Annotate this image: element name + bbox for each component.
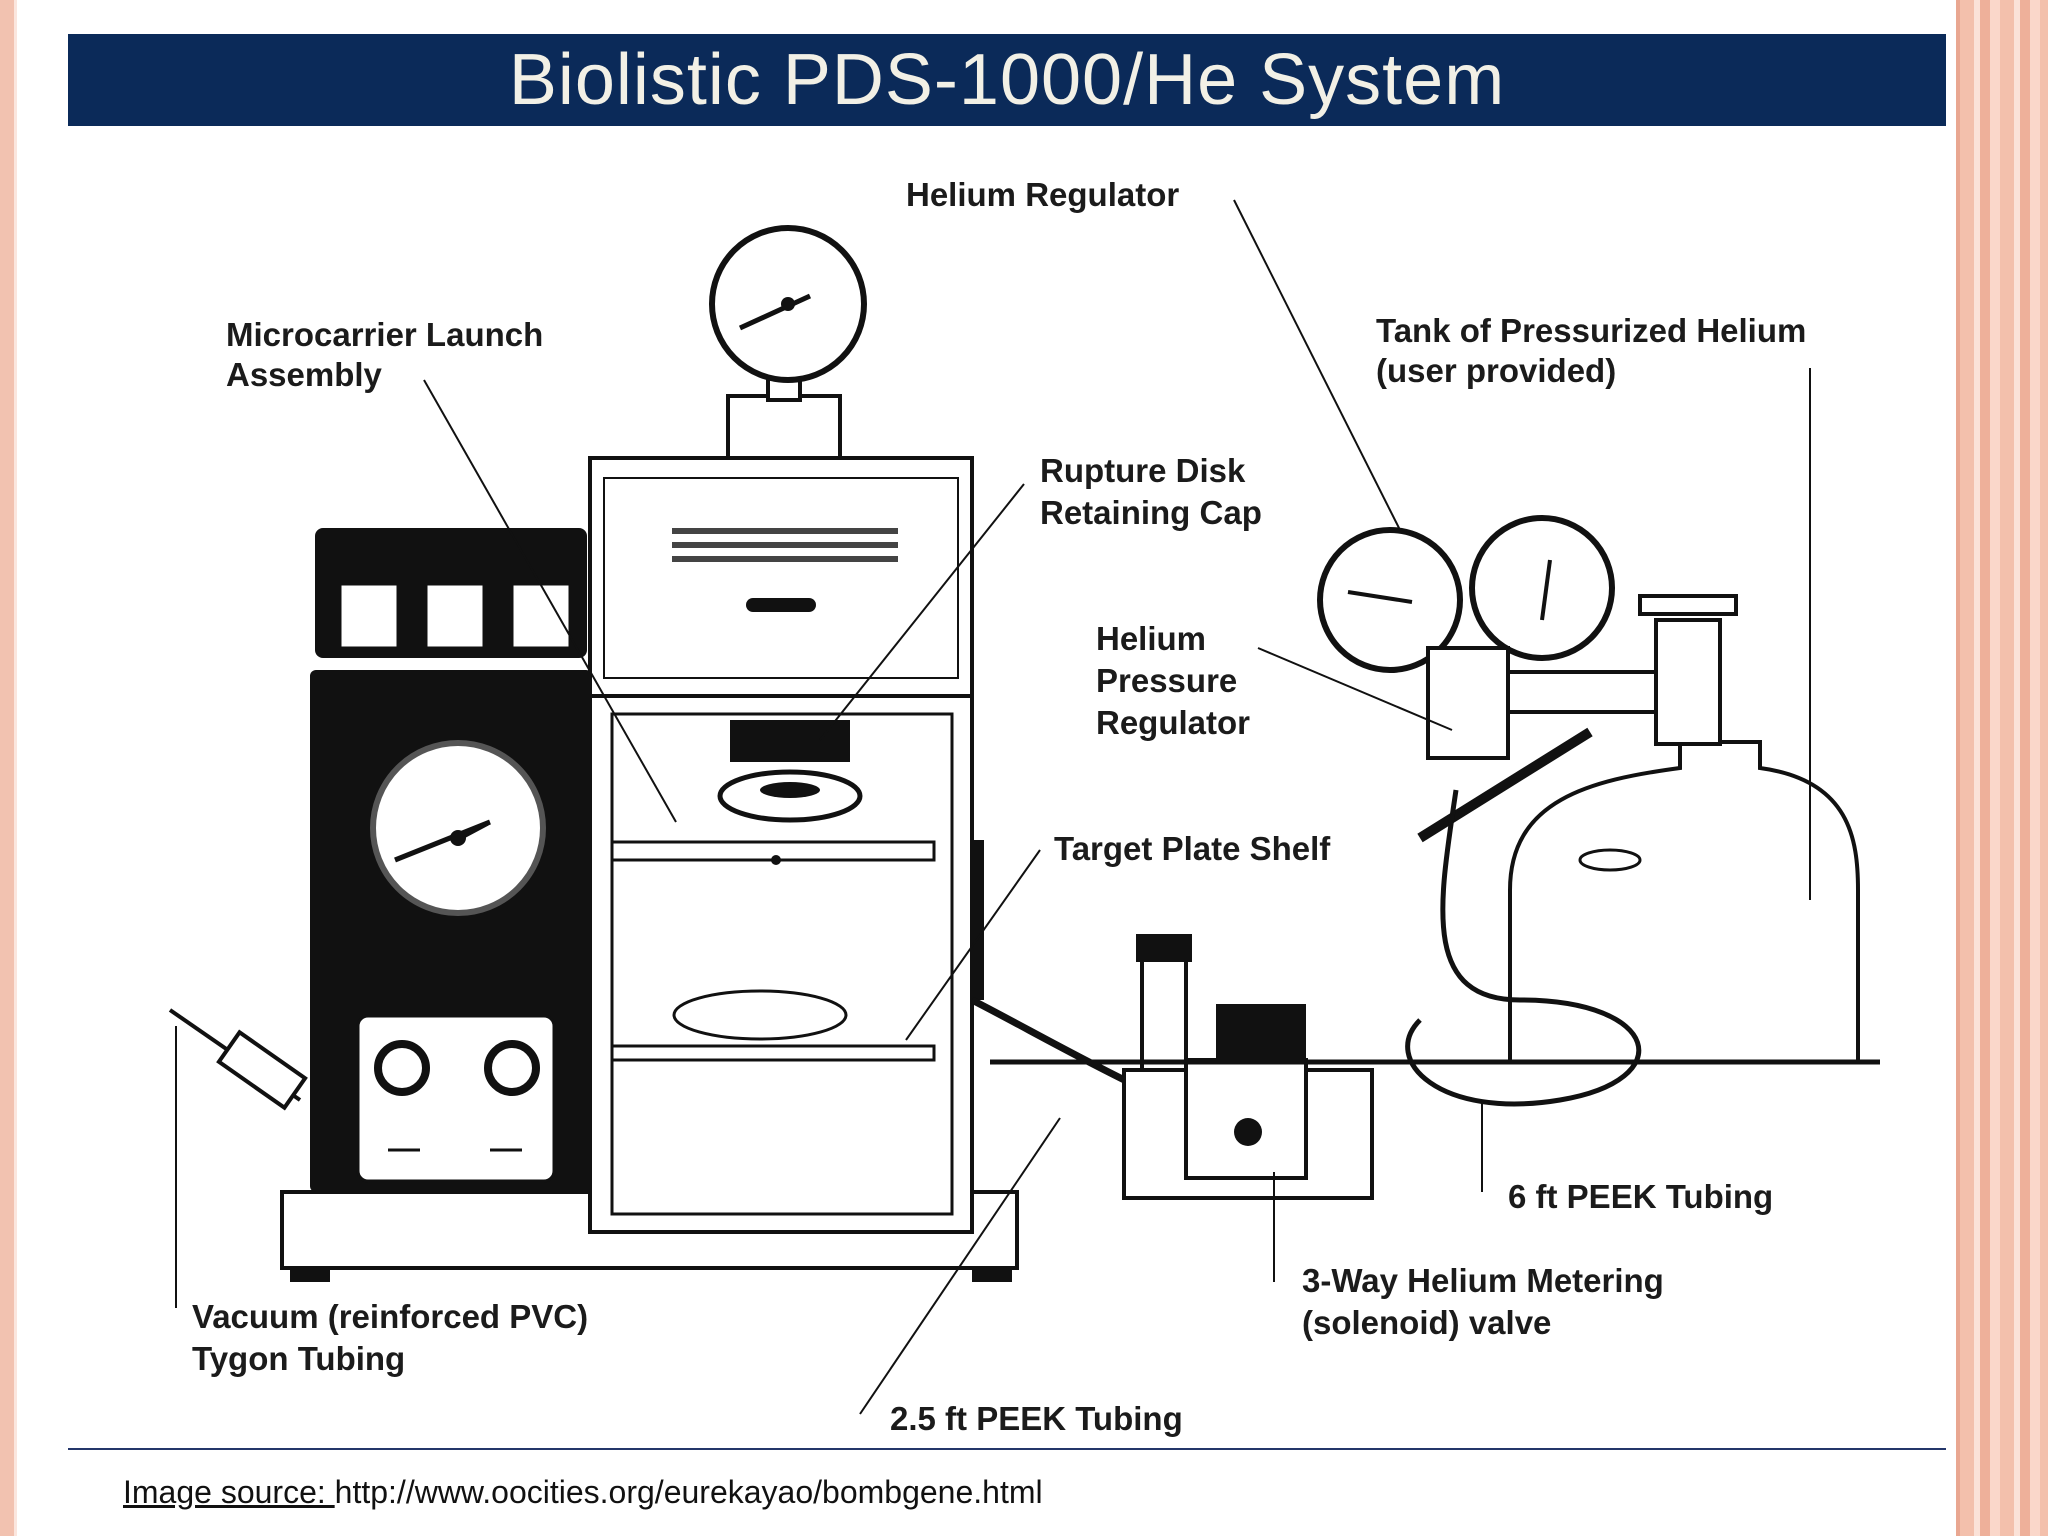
- label-rupture-line1: Rupture Disk: [1040, 452, 1246, 489]
- label-tank-line1: Tank of Pressurized Helium: [1376, 312, 1806, 349]
- target-plate-shelf: [610, 1044, 936, 1062]
- valve-knob-left: [374, 1040, 430, 1096]
- footer-rule: [68, 1448, 1946, 1450]
- label-valve-line1: 3-Way Helium Metering: [1302, 1262, 1664, 1299]
- valve-knob-right: [484, 1040, 540, 1096]
- slide-border-left: [0, 0, 14, 1536]
- regulator-body: [1426, 646, 1510, 760]
- leader-hpr: [1257, 647, 1453, 731]
- leader-peek25: [859, 1117, 1061, 1415]
- image-source: Image source: http://www.oocities.org/eu…: [123, 1474, 1043, 1511]
- label-microcarrier-line2: Assembly: [226, 356, 383, 393]
- label-valve-line2: (solenoid) valve: [1302, 1304, 1551, 1341]
- metering-knob: [1136, 934, 1192, 962]
- image-source-prefix: Image source:: [123, 1474, 335, 1510]
- tank-label-oval: [1578, 848, 1642, 872]
- chamber-vent-slot-2: [672, 542, 898, 548]
- valve-panel: [356, 1014, 556, 1183]
- label-peek25: 2.5 ft PEEK Tubing: [890, 1400, 1183, 1437]
- valve-coil: [1216, 1004, 1306, 1060]
- leader-target-shelf: [905, 849, 1041, 1041]
- vacuum-gauge-needle-long: [394, 819, 491, 863]
- base-foot-right: [972, 1266, 1012, 1282]
- title-bar: Biolistic PDS-1000/He System: [68, 34, 1946, 126]
- vacuum-connector: [216, 1029, 308, 1111]
- metering-stem: [1140, 956, 1188, 1072]
- chamber-vent-slot-3: [672, 556, 898, 562]
- label-hpr-line3: Regulator: [1096, 704, 1250, 741]
- display-window-3: [510, 582, 572, 650]
- helium-gauge-hub: [781, 297, 795, 311]
- slide-border-right: [1960, 0, 2048, 1536]
- label-vacuum-line2: Tygon Tubing: [192, 1340, 405, 1377]
- microcarrier-launch-ring: [760, 782, 820, 798]
- vacuum-gauge-face: [370, 740, 546, 916]
- slide-border-left-inner: [14, 0, 17, 1536]
- base-foot-left: [290, 1266, 330, 1282]
- helium-gauge-needle: [738, 293, 812, 331]
- label-target-shelf: Target Plate Shelf: [1054, 830, 1331, 867]
- vacuum-gauge-hub: [450, 830, 466, 846]
- tank-hose-coil: [1405, 789, 1642, 1107]
- label-hpr-line1: Helium: [1096, 620, 1206, 657]
- regulator-t-handle: [1417, 727, 1593, 843]
- gauge-neck: [726, 394, 842, 460]
- valve-port: [1234, 1118, 1262, 1146]
- shelf-hole: [771, 855, 781, 865]
- chamber-handle: [746, 598, 816, 612]
- target-plate: [672, 989, 848, 1041]
- leader-microcarrier: [423, 379, 677, 823]
- regulator-gauge-right: [1469, 515, 1615, 661]
- tank-valve-handle: [1638, 594, 1738, 616]
- tank-valve: [1654, 618, 1722, 746]
- chamber-vent-slot-1: [672, 528, 898, 534]
- chamber-top-panel: [603, 477, 959, 679]
- regulator-outlet: [1506, 670, 1658, 714]
- slide-title: Biolistic PDS-1000/He System: [508, 40, 1506, 120]
- display-window-1: [338, 582, 400, 650]
- label-vacuum-line1: Vacuum (reinforced PVC): [192, 1298, 588, 1335]
- label-hpr-line2: Pressure: [1096, 662, 1237, 699]
- label-rupture-line2: Retaining Cap: [1040, 494, 1262, 531]
- label-tank-line2: (user provided): [1376, 352, 1616, 389]
- leader-helium-regulator: [1233, 199, 1401, 531]
- regulator-gauge-left-needle: [1347, 590, 1413, 604]
- label-helium-regulator: Helium Regulator: [906, 176, 1179, 213]
- leader-rupture: [819, 483, 1025, 741]
- display-window-2: [424, 582, 486, 650]
- regulator-gauge-right-needle: [1540, 559, 1552, 621]
- label-peek6: 6 ft PEEK Tubing: [1508, 1178, 1773, 1215]
- slide-border-right-edge: [1956, 0, 1960, 1536]
- label-microcarrier-line1: Microcarrier Launch: [226, 316, 543, 353]
- chamber-hinge: [970, 840, 984, 1000]
- helium-tank: [1508, 740, 1860, 1064]
- image-source-url[interactable]: http://www.oocities.org/eurekayao/bombge…: [334, 1474, 1043, 1510]
